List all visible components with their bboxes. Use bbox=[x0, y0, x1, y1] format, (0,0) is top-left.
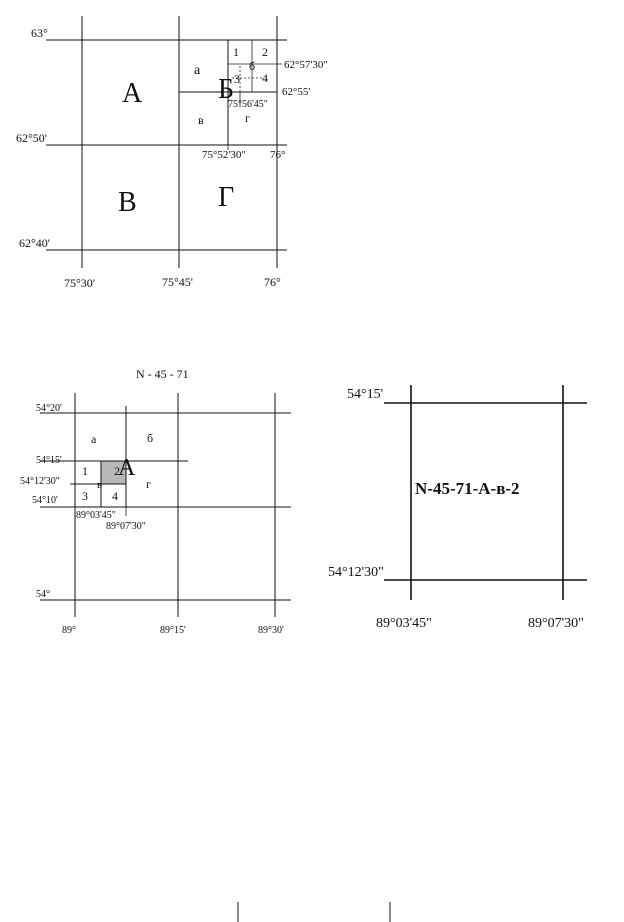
nomenclature-label: N-45-71-А-в-2 bbox=[415, 479, 520, 498]
sub-sheet-a: а bbox=[194, 63, 201, 78]
quad-2: 2 bbox=[114, 464, 120, 478]
quad-3: 3 bbox=[234, 72, 240, 86]
lon-label-76: 76° bbox=[264, 275, 281, 289]
lon-label-89-30: 89°30' bbox=[258, 625, 284, 636]
lon-label-left: 89°03'45" bbox=[376, 616, 432, 631]
sub-sheet-a: а bbox=[91, 432, 97, 446]
lat-label-62-50: 62°50' bbox=[16, 131, 47, 145]
lon-label-89-03-45: 89°03'45" bbox=[76, 510, 116, 521]
sub-sheet-v: в bbox=[97, 479, 102, 491]
lon-label-89: 89° bbox=[62, 625, 76, 636]
sub-sheet-b: б bbox=[249, 59, 255, 73]
lon-label-right: 89°07'30" bbox=[528, 616, 584, 631]
sub-sheet-g: г bbox=[245, 111, 250, 125]
sub-sheet-g: г bbox=[146, 477, 151, 491]
quad-1: 1 bbox=[82, 464, 88, 478]
lon-label-89-07-30: 89°07'30" bbox=[106, 521, 146, 532]
sheet-label-b: Б bbox=[218, 74, 234, 105]
lon-label-75-45: 75°45' bbox=[162, 275, 193, 289]
diagram-2-sheet-division: N - 45 - 71 54°20' 54°15' 54°12'30" 54°1… bbox=[20, 367, 291, 636]
lat-label-54-12-30: 54°12'30" bbox=[20, 476, 60, 487]
lat-label-top: 54°15' bbox=[347, 387, 383, 402]
lat-label-54-20: 54°20' bbox=[36, 403, 62, 414]
lat-label-54: 54° bbox=[36, 589, 50, 600]
lat-label-54-10: 54°10' bbox=[32, 495, 58, 506]
lat-label-62-55: 62°55' bbox=[282, 86, 310, 98]
sub-sheet-v: в bbox=[198, 113, 204, 127]
lat-label-bottom: 54°12'30" bbox=[328, 565, 384, 580]
diagram-1-sheet-division: 63° 62°50' 62°40' 75°30' 75°45' 76° А Б … bbox=[16, 16, 328, 290]
quad-2: 2 bbox=[262, 45, 268, 59]
sheet-label-a: А bbox=[118, 455, 136, 481]
lat-label-54-15: 54°15' bbox=[36, 455, 62, 466]
highlighted-trapezium bbox=[101, 461, 126, 484]
quad-1: 1 bbox=[233, 45, 239, 59]
lon-label-76-inner: 76° bbox=[270, 149, 285, 161]
diagram-2-title: N - 45 - 71 bbox=[136, 367, 189, 381]
diagram-3-trapezium-frame: N-45-71-А-в-2 54°15' 54°12'30" 89°03'45"… bbox=[328, 385, 587, 631]
lon-label-75-56-45: 75°56'45" bbox=[228, 99, 268, 110]
quad-4: 4 bbox=[112, 489, 118, 503]
lat-label-63: 63° bbox=[31, 26, 48, 40]
lat-label-62-57-30: 62°57'30" bbox=[284, 59, 328, 71]
lon-label-75-30: 75°30' bbox=[64, 276, 95, 290]
sub-sheet-b: б bbox=[147, 431, 153, 445]
quad-4: 4 bbox=[262, 71, 268, 85]
sheet-label-g: Г bbox=[218, 182, 234, 213]
lat-label-62-40: 62°40' bbox=[19, 236, 50, 250]
sheet-label-v: В bbox=[118, 187, 137, 218]
sheet-label-a: А bbox=[122, 78, 143, 109]
lon-label-89-15: 89°15' bbox=[160, 625, 186, 636]
lon-label-75-52-30: 75°52'30" bbox=[202, 149, 246, 161]
quad-3: 3 bbox=[82, 489, 88, 503]
